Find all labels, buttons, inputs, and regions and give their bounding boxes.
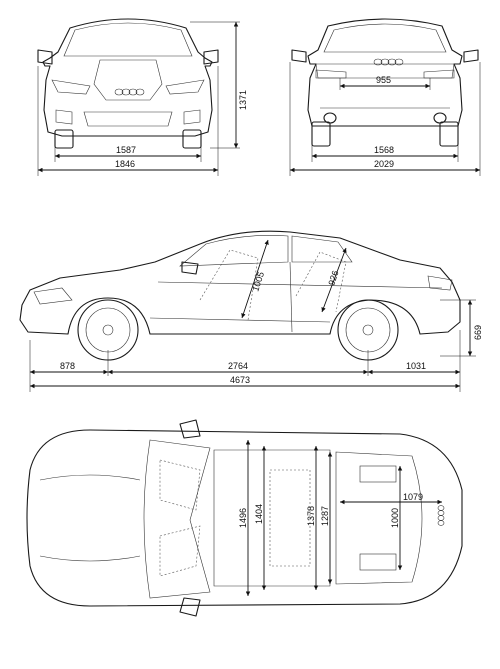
- front-hip-label: 1404: [254, 504, 264, 524]
- trunk-length-label: 1079: [403, 492, 423, 502]
- rear-width-label: 2029: [374, 159, 394, 169]
- rear-headroom-label: 926: [326, 269, 340, 286]
- rear-car-outline: [291, 18, 479, 147]
- front-height-label: 1371: [238, 90, 248, 110]
- length-label: 4673: [230, 375, 250, 385]
- front-shoulder-label: 1496: [238, 508, 248, 528]
- side-view: 1005 926 669 878 2764 1031 4673: [19, 230, 483, 392]
- rear-track-label: 1568: [374, 145, 394, 155]
- top-car-outline: [26, 419, 463, 617]
- front-headroom-label: 1005: [250, 270, 266, 292]
- wheelbase-label: 2764: [228, 361, 248, 371]
- rear-overhang-label: 1031: [406, 361, 426, 371]
- rear-hatch-width-label: 955: [376, 75, 391, 85]
- front-track-label: 1587: [116, 145, 136, 155]
- top-view: 1496 1404 1378 1287 1000 1079: [26, 419, 463, 617]
- front-width-label: 1846: [115, 159, 135, 169]
- front-view: 1371 1587 1846: [37, 18, 248, 176]
- rear-shoulder-label: 1378: [306, 506, 316, 526]
- front-car-outline: [37, 18, 219, 149]
- trunk-width-label: 1000: [390, 508, 400, 528]
- front-overhang-label: 878: [60, 361, 75, 371]
- rear-hip-label: 1287: [320, 506, 330, 526]
- ground-to-sill-label: 669: [473, 325, 483, 340]
- rear-view: 955 1568 2029: [289, 18, 481, 176]
- side-car-outline: [19, 230, 461, 361]
